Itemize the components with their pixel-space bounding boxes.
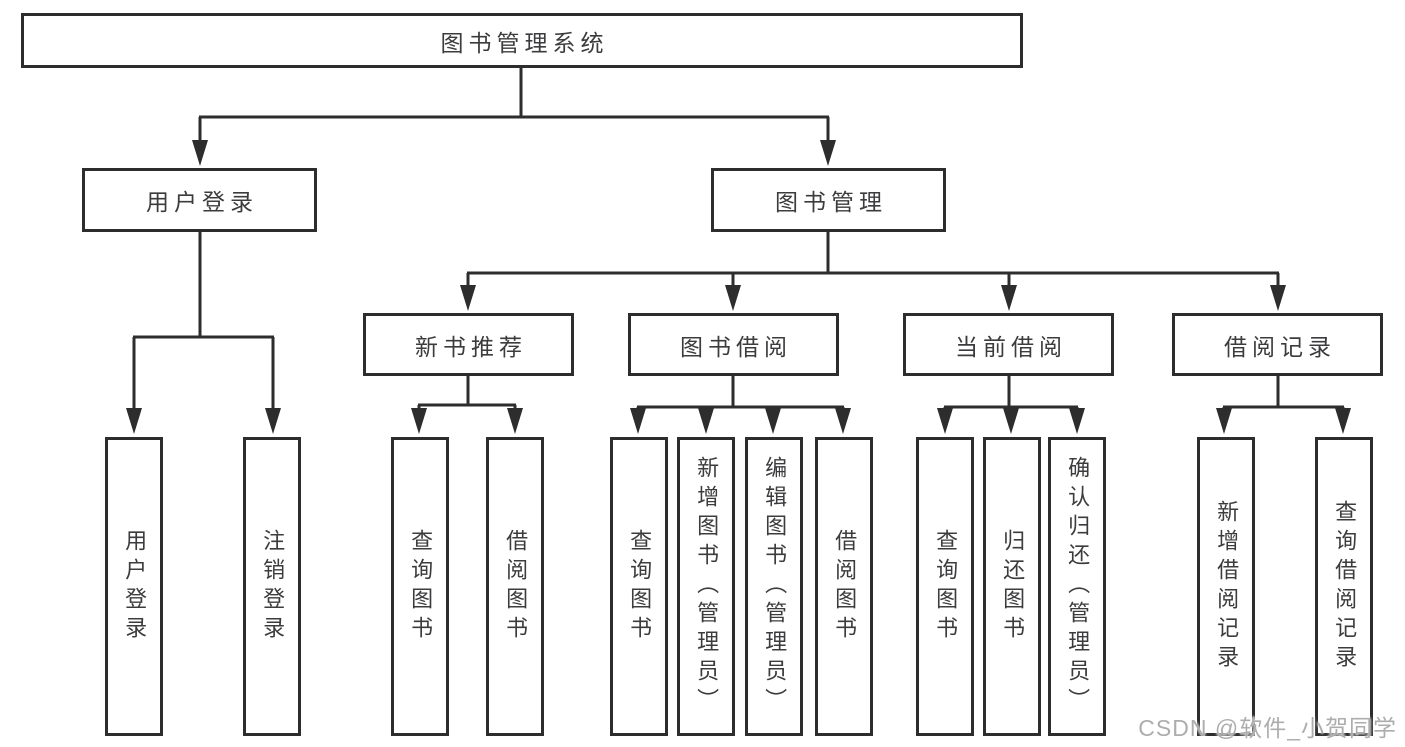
node-book-management: 图书管理 xyxy=(711,168,946,232)
leaf-logout: 注销登录 xyxy=(243,437,301,736)
node-user-login: 用户登录 xyxy=(82,168,317,232)
leaf-label: 新增借阅记录 xyxy=(1214,499,1240,674)
leaf-query-books-1: 查询图书 xyxy=(391,437,449,736)
arrow-down-icon xyxy=(937,408,953,434)
node-book-borrowing: 图书借阅 xyxy=(628,313,839,376)
leaf-label: 查询借阅记录 xyxy=(1332,499,1358,674)
leaf-label: 确认归还（管理员） xyxy=(1065,456,1091,717)
leaf-add-book-admin: 新增图书（管理员） xyxy=(677,437,735,736)
arrow-down-icon xyxy=(265,408,281,434)
node-label: 当前借阅 xyxy=(955,333,1067,360)
leaf-label: 注销登录 xyxy=(260,528,286,645)
arrow-down-icon xyxy=(630,408,646,434)
node-label: 图书管理 xyxy=(775,189,887,215)
leaf-label: 查询图书 xyxy=(933,528,959,645)
arrow-down-icon xyxy=(1003,408,1019,434)
node-label: 用户登录 xyxy=(146,189,258,215)
node-label: 新书推荐 xyxy=(415,333,527,360)
leaf-query-books-3: 查询图书 xyxy=(916,437,974,736)
arrow-down-icon xyxy=(507,408,523,434)
node-label: 图书借阅 xyxy=(680,333,792,360)
leaf-label: 用户登录 xyxy=(122,528,148,645)
arrow-down-icon xyxy=(1069,408,1085,434)
leaf-label: 归还图书 xyxy=(1000,528,1026,645)
node-label: 借阅记录 xyxy=(1224,333,1336,360)
arrow-down-icon xyxy=(1001,285,1017,311)
node-label: 图书管理系统 xyxy=(440,29,609,56)
arrow-down-icon xyxy=(698,408,714,434)
leaf-label: 查询图书 xyxy=(627,528,653,645)
arrow-down-icon xyxy=(765,408,781,434)
leaf-label: 借阅图书 xyxy=(832,528,858,645)
leaf-label: 查询图书 xyxy=(408,528,434,645)
node-current-borrowing: 当前借阅 xyxy=(903,313,1114,376)
node-new-book-recommend: 新书推荐 xyxy=(363,313,574,376)
arrow-down-icon xyxy=(1216,408,1232,434)
leaf-query-borrow-record: 查询借阅记录 xyxy=(1315,437,1373,736)
leaf-user-login: 用户登录 xyxy=(105,437,163,736)
watermark: CSDN @软件_小贺同学 xyxy=(1138,715,1397,741)
leaf-label: 编辑图书（管理员） xyxy=(762,456,788,717)
leaf-query-books-2: 查询图书 xyxy=(610,437,668,736)
node-library-management-system: 图书管理系统 xyxy=(21,13,1023,68)
arrow-down-icon xyxy=(460,285,476,311)
leaf-return-book: 归还图书 xyxy=(983,437,1041,736)
arrow-down-icon xyxy=(1270,285,1286,311)
leaf-confirm-return-admin: 确认归还（管理员） xyxy=(1048,437,1106,736)
leaf-edit-book-admin: 编辑图书（管理员） xyxy=(745,437,803,736)
arrow-down-icon xyxy=(192,140,208,166)
leaf-label: 新增图书（管理员） xyxy=(694,456,720,717)
arrow-down-icon xyxy=(411,408,427,434)
arrow-down-icon xyxy=(1335,408,1351,434)
arrow-down-icon xyxy=(725,285,741,311)
arrow-down-icon xyxy=(820,140,836,166)
leaf-add-borrow-record: 新增借阅记录 xyxy=(1197,437,1255,736)
node-borrowing-records: 借阅记录 xyxy=(1172,313,1383,376)
arrow-down-icon xyxy=(126,408,142,434)
leaf-label: 借阅图书 xyxy=(503,528,529,645)
leaf-borrow-books-2: 借阅图书 xyxy=(815,437,873,736)
arrow-down-icon xyxy=(835,408,851,434)
leaf-borrow-books-1: 借阅图书 xyxy=(486,437,544,736)
